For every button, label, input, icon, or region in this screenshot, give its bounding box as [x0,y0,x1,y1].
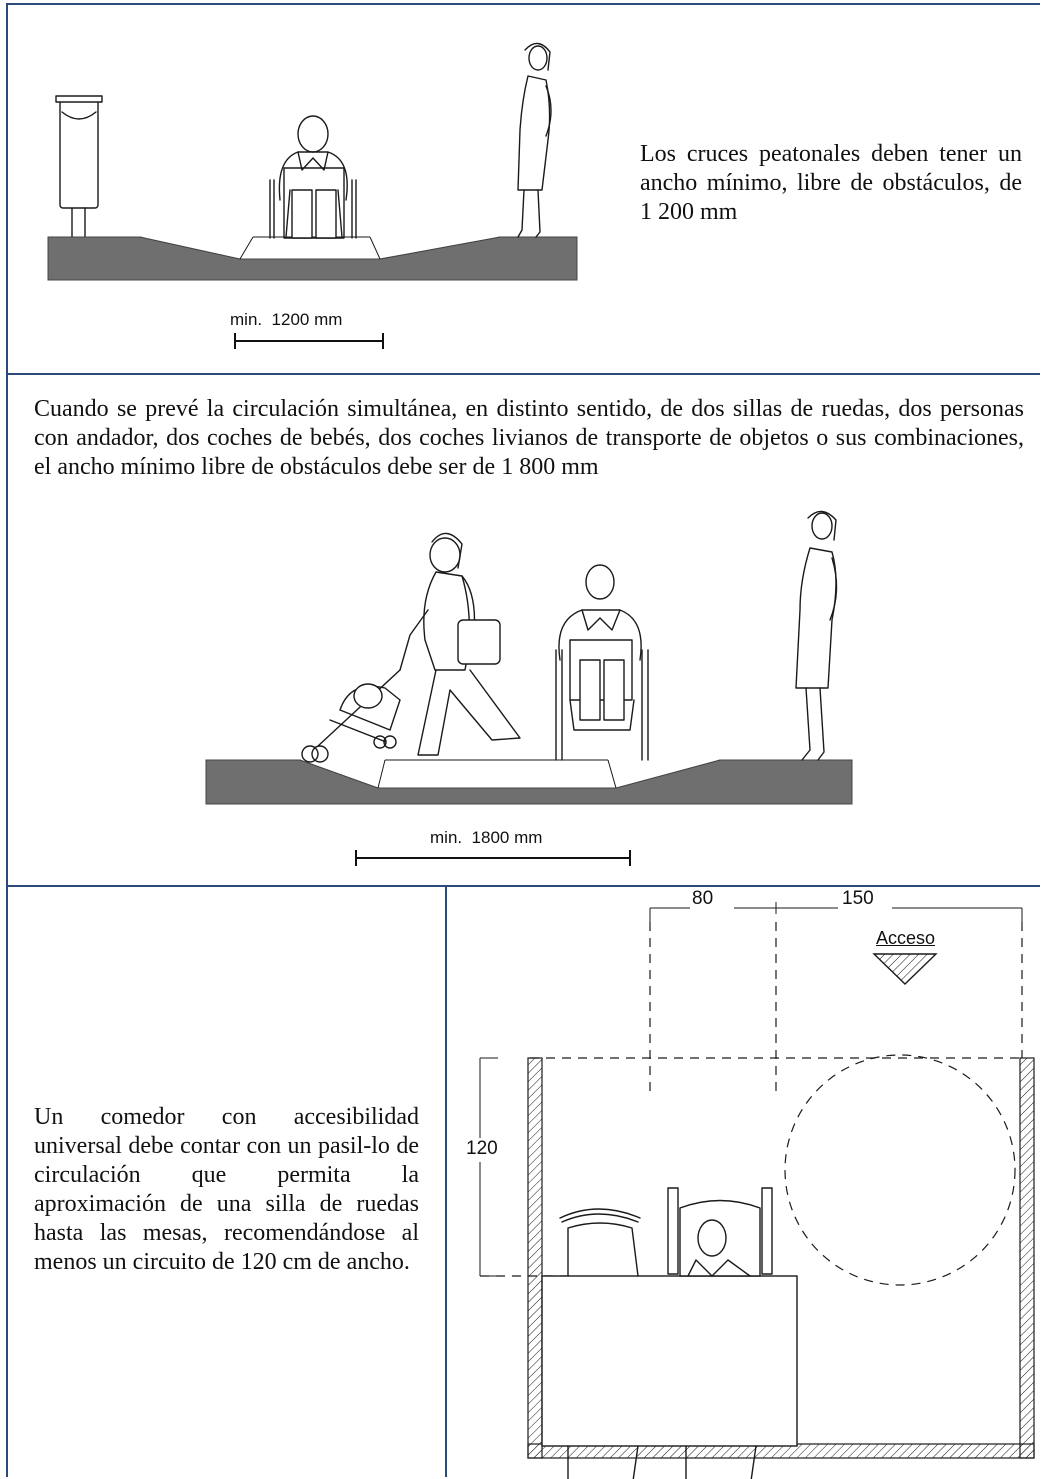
divider-vertical [445,885,447,1477]
access-arrow-icon [872,953,938,985]
dining-room-plan [464,896,1035,1479]
dimension-80: 80 [692,888,714,909]
stroller-icon [301,669,401,763]
dimension-120: 120 [466,1138,498,1159]
dimension-label-1200: min. 1200 mm [230,310,343,329]
turning-circle [784,1054,1016,1286]
caption-dining-room: Un comedor con accesibilidad universal d… [34,1104,419,1275]
chair-icon [559,1208,641,1277]
access-label: Acceso [876,928,936,948]
caption-simultaneous-circulation: Cuando se prevé la circulación simultáne… [34,396,1024,480]
dimension-label-1800: min. 1800 mm [430,828,543,847]
walking-person-icon [399,532,521,756]
standing-person-icon [795,510,838,761]
crossing-diagram-1200 [47,42,578,349]
divider-1 [6,373,1040,375]
standing-person-icon [517,42,552,238]
dimension-150: 150 [842,888,874,909]
wall-right [1019,1057,1035,1459]
page-frame [6,3,1040,1477]
wheelchair-user-icon [667,1187,773,1277]
table [541,1275,798,1447]
wheelchair-user-icon [269,115,357,239]
crossing-diagram-1800 [205,510,853,866]
waste-bin-icon [55,95,103,238]
wheelchair-user-icon [555,564,649,761]
caption-crossing-width: Los cruces peatonales deben tener un anc… [640,141,1022,225]
wall-left [527,1057,543,1459]
divider-2 [6,885,1040,887]
